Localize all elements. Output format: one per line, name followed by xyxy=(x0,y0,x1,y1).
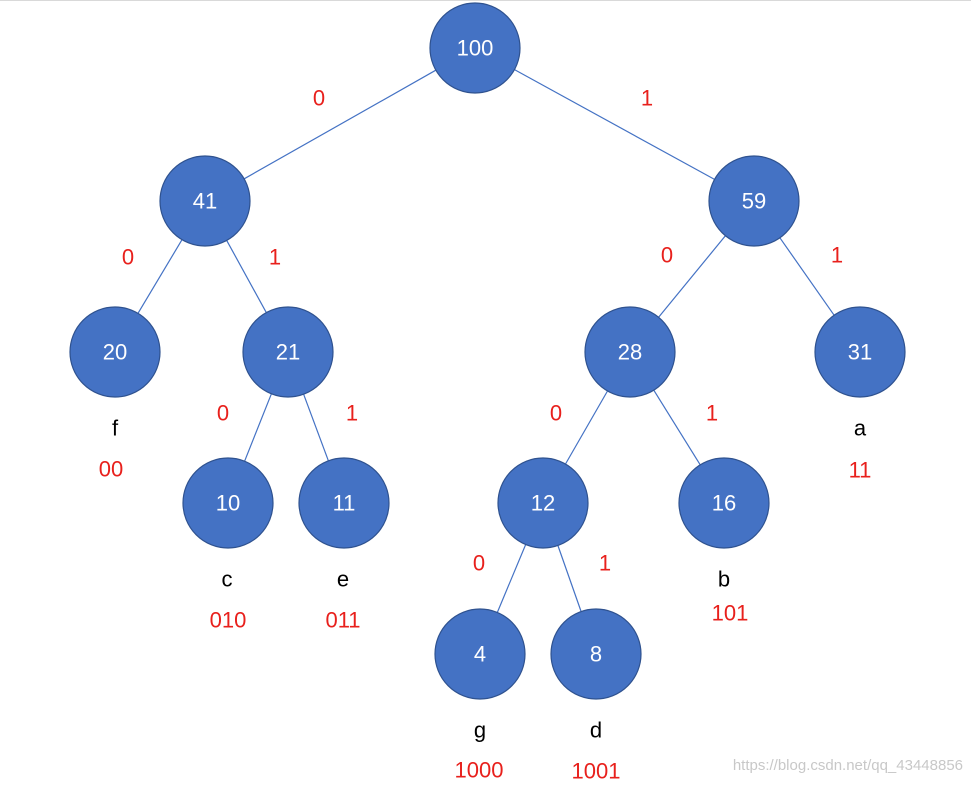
edge-n12-n4 xyxy=(496,544,527,613)
leaf-letter: c xyxy=(222,567,233,592)
node-weight-label: 59 xyxy=(742,189,766,214)
node-circle xyxy=(69,306,161,398)
tree-node-100: 100 xyxy=(429,2,521,94)
tree-node-16: 16 xyxy=(678,457,770,549)
node-circle xyxy=(429,2,521,94)
node-circle xyxy=(814,306,906,398)
tree-node-41: 41 xyxy=(159,155,251,247)
edge-bit-label: 0 xyxy=(313,86,325,111)
edge-n59-n31 xyxy=(779,237,835,316)
edge-n41-n21 xyxy=(226,240,267,313)
node-weight-label: 11 xyxy=(333,491,356,516)
node-weight-label: 21 xyxy=(276,340,300,365)
tree-node-10: 10 xyxy=(182,457,274,549)
leaf-letter: g xyxy=(474,718,486,743)
node-circle xyxy=(182,457,274,549)
tree-node-8: 8 xyxy=(550,608,642,700)
edge-n100-n41 xyxy=(243,69,437,180)
edge-bit-label: 1 xyxy=(599,551,611,576)
leaf-code: 011 xyxy=(325,608,360,633)
edge-n21-n11 xyxy=(303,393,329,462)
leaf-code: 010 xyxy=(210,608,247,633)
edge-bit-label: 1 xyxy=(831,243,843,268)
node-weight-label: 8 xyxy=(590,642,602,667)
node-circle xyxy=(584,306,676,398)
edge-bit-label: 0 xyxy=(122,245,134,270)
tree-node-20: 20 xyxy=(69,306,161,398)
edge-bit-label: 0 xyxy=(473,551,485,576)
leaf-code: 1001 xyxy=(572,759,621,783)
leaf-code: 00 xyxy=(99,457,123,482)
leaf-letter: b xyxy=(718,567,730,592)
leaf-letter: d xyxy=(590,718,602,743)
leaf-letter: f xyxy=(112,416,119,441)
node-weight-label: 41 xyxy=(193,189,217,214)
node-circle xyxy=(708,155,800,247)
node-circle xyxy=(298,457,390,549)
edge-n100-n59 xyxy=(514,69,715,180)
edge-bit-label: 1 xyxy=(706,401,718,426)
edge-bit-label: 1 xyxy=(346,401,358,426)
tree-node-11: 11 xyxy=(298,457,390,549)
edge-bit-label: 0 xyxy=(661,243,673,268)
leaf-letter: e xyxy=(337,567,349,592)
tree-node-31: 31 xyxy=(814,306,906,398)
node-circle xyxy=(242,306,334,398)
node-weight-label: 20 xyxy=(103,340,127,365)
edge-n28-n12 xyxy=(564,390,609,465)
tree-node-28: 28 xyxy=(584,306,676,398)
edge-bit-label: 0 xyxy=(217,401,229,426)
tree-node-21: 21 xyxy=(242,306,334,398)
leaf-code: 1000 xyxy=(455,758,504,783)
node-circle xyxy=(550,608,642,700)
edge-n41-n20 xyxy=(137,239,183,314)
node-weight-label: 10 xyxy=(216,491,240,516)
node-circle xyxy=(678,457,770,549)
edge-bit-label: 1 xyxy=(269,245,281,270)
node-weight-label: 12 xyxy=(531,491,555,516)
edge-n59-n28 xyxy=(658,235,726,318)
node-weight-label: 4 xyxy=(474,642,486,667)
node-weight-label: 31 xyxy=(848,340,872,365)
node-weight-label: 100 xyxy=(457,36,494,61)
node-circle xyxy=(497,457,589,549)
watermark: https://blog.csdn.net/qq_43448856 xyxy=(732,757,963,774)
edges-layer xyxy=(137,69,835,613)
tree-node-12: 12 xyxy=(497,457,589,549)
top-border xyxy=(0,0,971,1)
leaf-code: 101 xyxy=(712,601,749,626)
leaf-code: 11 xyxy=(849,458,872,483)
tree-node-4: 4 xyxy=(434,608,526,700)
edge-bit-label: 1 xyxy=(641,86,653,111)
edge-bit-label: 0 xyxy=(550,401,562,426)
edge-n21-n10 xyxy=(244,393,272,462)
tree-node-59: 59 xyxy=(708,155,800,247)
node-circle xyxy=(159,155,251,247)
leaf-letter: a xyxy=(854,416,867,441)
edge-n12-n8 xyxy=(557,545,582,612)
node-weight-label: 28 xyxy=(618,340,642,365)
node-circle xyxy=(434,608,526,700)
node-weight-label: 16 xyxy=(712,491,736,516)
edge-n28-n16 xyxy=(653,389,701,466)
